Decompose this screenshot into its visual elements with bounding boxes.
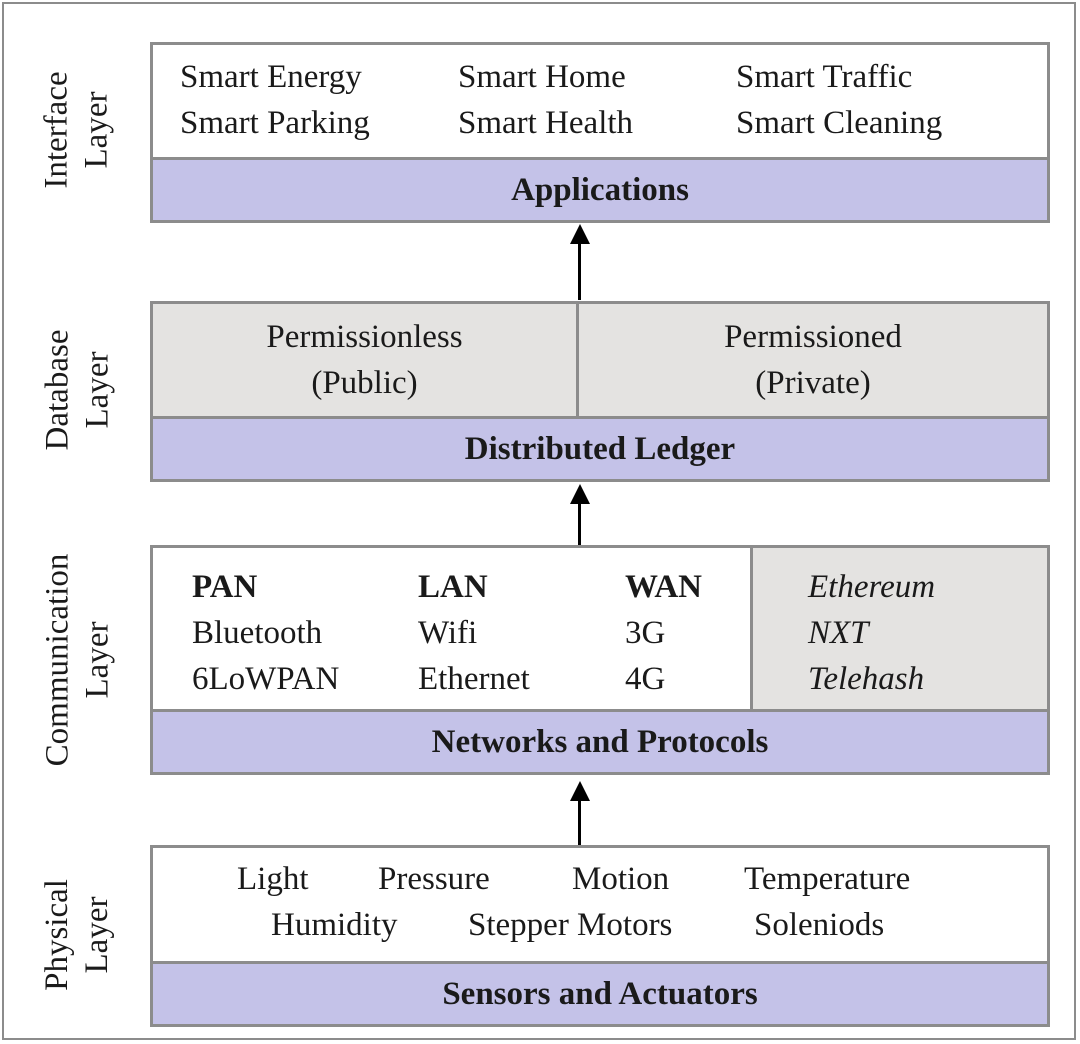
lan-item: Wifi: [418, 615, 478, 651]
app-smart-traffic: Smart Traffic: [736, 59, 913, 95]
wan-column: WAN 3G 4G: [625, 564, 702, 702]
pan-item: 6LoWPAN: [192, 661, 340, 697]
pan-header: PAN: [192, 569, 258, 605]
sensors-actuators-bar: Sensors and Actuators: [150, 961, 1050, 1027]
communication-label-line1: Communication: [39, 553, 75, 767]
app-smart-cleaning: Smart Cleaning: [736, 105, 943, 141]
applications-bar: Applications: [150, 157, 1050, 223]
actuator-stepper-motors: Stepper Motors: [468, 907, 673, 943]
platform-item: NXT: [808, 615, 869, 651]
wan-item: 3G: [625, 615, 666, 651]
app-smart-parking: Smart Parking: [180, 105, 370, 141]
platform-item: Ethereum: [808, 569, 936, 605]
permissioned-panel: Permissioned (Private): [579, 314, 1047, 406]
arrow-up-icon: [570, 781, 590, 845]
permissioned-label: Permissioned: [724, 319, 902, 355]
app-smart-home: Smart Home: [458, 59, 626, 95]
permissionless-label: Permissionless: [266, 319, 463, 355]
pan-column: PAN Bluetooth 6LoWPAN: [192, 564, 339, 702]
pan-item: Bluetooth: [192, 615, 323, 651]
wan-item: 4G: [625, 661, 666, 697]
networks-protocols-bar: Networks and Protocols: [150, 709, 1050, 775]
private-label: (Private): [755, 365, 871, 401]
app-smart-energy: Smart Energy: [180, 59, 362, 95]
communication-label-line2: Layer: [79, 621, 115, 699]
platforms-panel: [750, 545, 1050, 712]
actuator-solenoids: Soleniods: [754, 907, 885, 943]
physical-label-line2: Layer: [79, 896, 116, 974]
sensor-temperature: Temperature: [744, 861, 911, 897]
wan-header: WAN: [625, 569, 703, 605]
public-label: (Public): [311, 365, 418, 401]
permissionless-panel: Permissionless (Public): [153, 314, 576, 406]
ledger-types-box: [150, 301, 1050, 419]
lan-column: LAN Wifi Ethernet: [418, 564, 530, 702]
physical-label-line1: Physical: [39, 879, 76, 991]
ledger-divider: [576, 301, 579, 419]
distributed-ledger-bar: Distributed Ledger: [150, 416, 1050, 482]
database-label-line2: Layer: [79, 351, 115, 429]
platform-item: Telehash: [808, 661, 925, 697]
sensor-pressure: Pressure: [378, 861, 490, 897]
sensor-motion: Motion: [572, 861, 670, 897]
platforms-list: Ethereum NXT Telehash: [808, 564, 935, 702]
lan-item: Ethernet: [418, 661, 530, 697]
interface-label-line1: Interface: [39, 71, 76, 189]
app-smart-health: Smart Health: [458, 105, 634, 141]
arrow-up-icon: [570, 224, 590, 300]
sensor-humidity: Humidity: [271, 907, 398, 943]
sensor-light: Light: [237, 861, 309, 897]
database-label-line1: Database: [39, 329, 75, 451]
lan-header: LAN: [418, 569, 488, 605]
interface-label-line2: Layer: [79, 91, 116, 169]
arrow-up-icon: [570, 484, 590, 546]
